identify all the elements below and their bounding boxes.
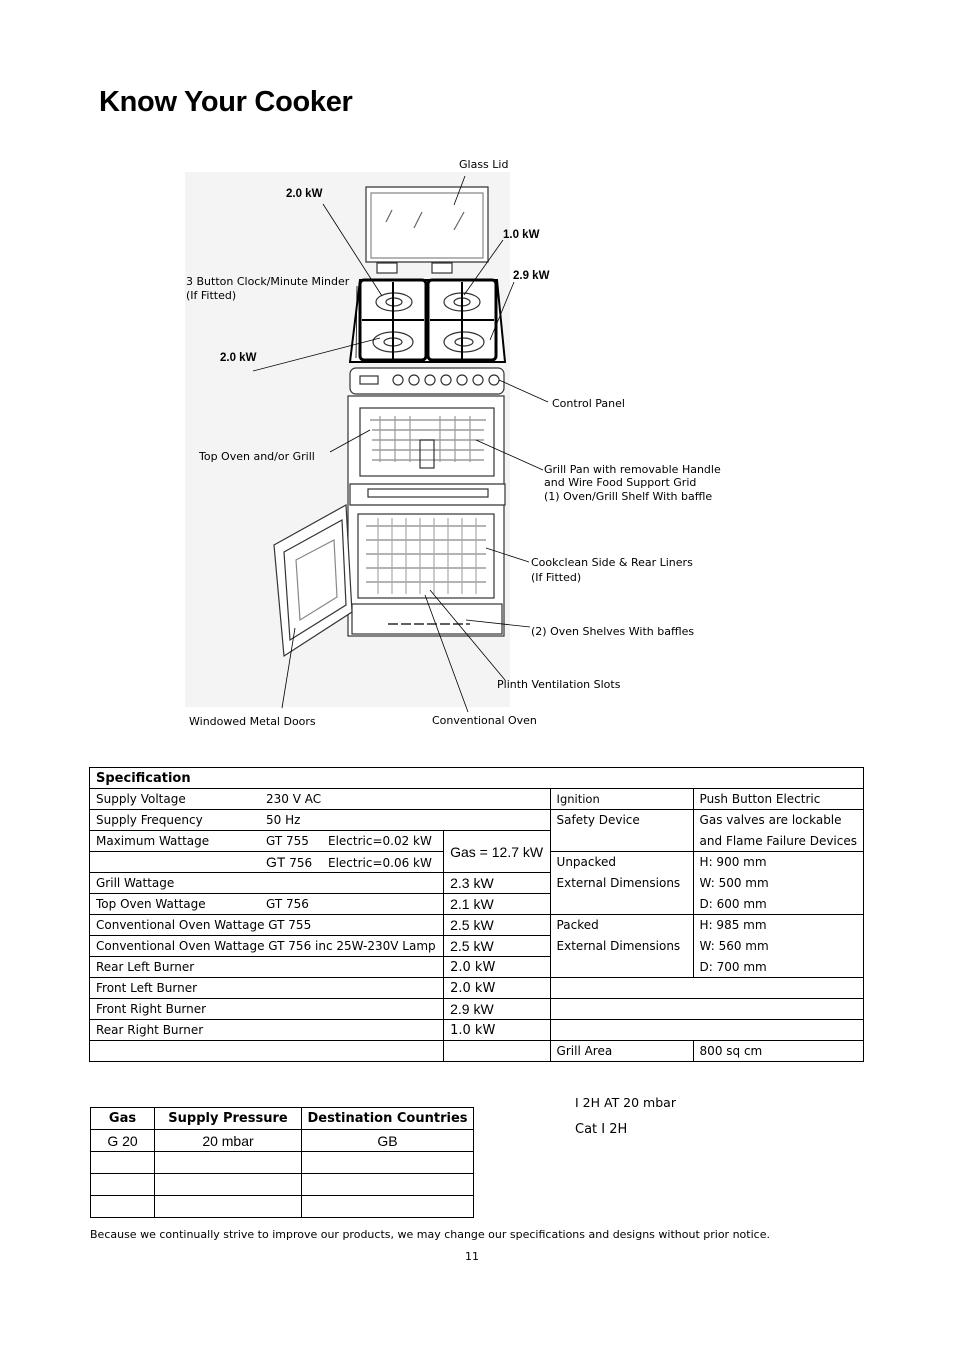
label-kw-top-left: 2.0 kW: [286, 188, 323, 200]
footer-note: Because we continually strive to improve…: [90, 1228, 770, 1241]
label-plinth: Plinth Ventilation Slots: [497, 678, 621, 691]
gas-category: Cat I 2H: [575, 1122, 628, 1137]
spec-cell: 1.0 kW: [443, 1019, 551, 1041]
spec-cell: [443, 1040, 551, 1062]
spec-cell: and Flame Failure Devices: [692, 830, 865, 852]
spec-cell: Conventional Oven Wattage GT 755: [88, 914, 445, 936]
spec-cell: H: 985 mm: [692, 914, 865, 936]
gas-table-cell: GB: [301, 1129, 474, 1152]
spec-cell: Gas valves are lockable: [692, 809, 865, 831]
spec-cell: W: 500 mm: [692, 872, 865, 894]
spec-cell: [549, 893, 694, 915]
label-kw-front-right: 2.9 kW: [513, 270, 550, 282]
spec-cell: Grill Area: [549, 1040, 694, 1062]
gas-table: Gas Supply Pressure Destination Countrie…: [90, 1107, 474, 1218]
label-shelves: (2) Oven Shelves With baffles: [531, 625, 695, 638]
label-glass-lid: Glass Lid: [459, 158, 509, 171]
spec-cell: Push Button Electric: [692, 788, 865, 810]
spec-cell: 2.3 kW: [443, 872, 551, 894]
spec-cell: External Dimensions: [549, 935, 694, 957]
spec-cell: [549, 977, 865, 999]
spec-cell: 2.5 kW: [443, 914, 551, 936]
gas-table-header: Supply Pressure: [154, 1107, 302, 1130]
page-number: 11: [465, 1250, 479, 1263]
table-row: [90, 1195, 474, 1218]
spec-cell: [549, 830, 694, 852]
spec-cell: Conventional Oven Wattage GT 756 inc 25W…: [88, 935, 445, 957]
gas-category-pressure: I 2H AT 20 mbar: [575, 1095, 676, 1110]
spec-cell: 2.0 kW: [443, 956, 551, 978]
spec-cell: [549, 956, 694, 978]
gas-table-header: Destination Countries: [301, 1107, 474, 1130]
spec-cell: Rear Left Burner: [88, 956, 445, 978]
spec-cell: [88, 1040, 445, 1062]
spec-cell: Gas = 12.7 kW: [443, 830, 551, 873]
spec-cell: 2.5 kW: [443, 935, 551, 957]
label-clock: 3 Button Clock/Minute Minder: [186, 275, 350, 288]
table-row: G 20 20 mbar GB: [90, 1129, 474, 1152]
label-kw-rear-right: 1.0 kW: [503, 229, 540, 241]
spec-cell: Front Left Burner: [88, 977, 445, 999]
spec-heading: Specification: [89, 767, 864, 789]
label-clock-note: (If Fitted): [186, 289, 237, 302]
table-row: [90, 1151, 474, 1174]
label-liners-note: (If Fitted): [531, 571, 582, 584]
spec-cell: D: 700 mm: [692, 956, 865, 978]
label-liners: Cookclean Side & Rear Liners: [531, 556, 693, 569]
spec-cell: Packed: [549, 914, 694, 936]
label-top-oven: Top Oven and/or Grill: [199, 450, 315, 463]
spec-cell: W: 560 mm: [692, 935, 865, 957]
page-title: Know Your Cooker: [99, 86, 353, 118]
spec-cell: Ignition: [549, 788, 694, 810]
label-grill-pan-3: (1) Oven/Grill Shelf With baffle: [544, 490, 713, 503]
spec-cell: External Dimensions: [549, 872, 694, 894]
spec-cell: Rear Right Burner: [88, 1019, 445, 1041]
cooker-diagram: [185, 172, 549, 713]
label-grill-pan-2: and Wire Food Support Grid: [544, 476, 697, 489]
spec-cell: 2.0 kW: [443, 977, 551, 999]
label-control-panel: Control Panel: [552, 397, 625, 410]
spec-cell: H: 900 mm: [692, 851, 865, 873]
gas-table-header: Gas: [90, 1107, 155, 1130]
spec-cell: 2.9 kW: [443, 998, 551, 1020]
spec-cell: D: 600 mm: [692, 893, 865, 915]
label-conv-oven: Conventional Oven: [432, 714, 537, 727]
spec-cell: [549, 998, 865, 1020]
gas-table-cell: 20 mbar: [154, 1129, 302, 1152]
spec-cell: Grill Wattage: [88, 872, 445, 894]
gas-table-cell: G 20: [90, 1129, 155, 1152]
spec-cell: 800 sq cm: [692, 1040, 865, 1062]
label-grill-pan: Grill Pan with removable Handle: [544, 463, 721, 476]
label-kw-front-left: 2.0 kW: [220, 352, 257, 364]
table-row: [90, 1173, 474, 1196]
spec-cell: 2.1 kW: [443, 893, 551, 915]
label-doors: Windowed Metal Doors: [189, 715, 316, 728]
spec-cell: [549, 1019, 865, 1041]
spec-cell: Safety Device: [549, 809, 694, 831]
spec-cell: Front Right Burner: [88, 998, 445, 1020]
spec-cell: Unpacked: [549, 851, 694, 873]
